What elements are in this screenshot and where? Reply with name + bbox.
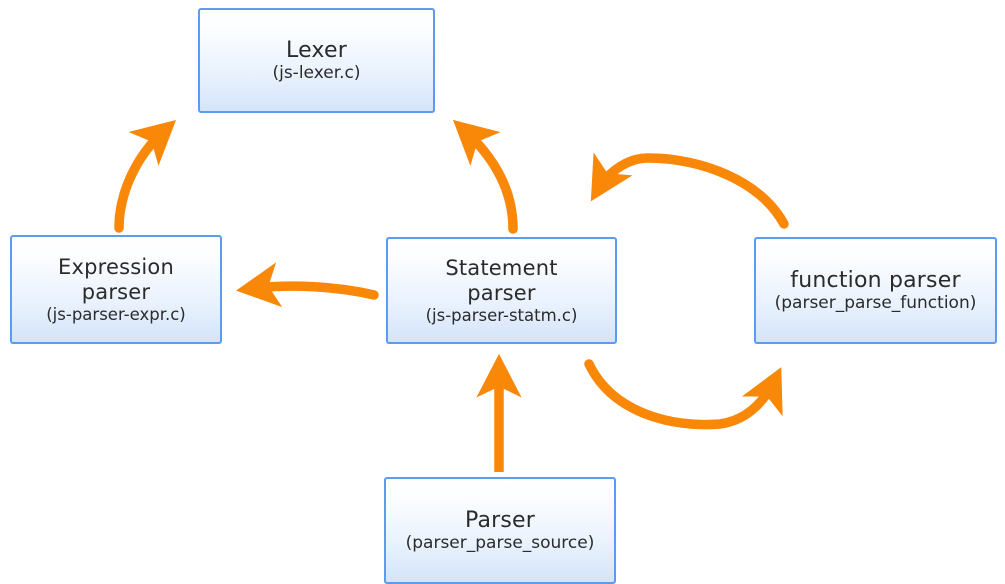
node-expression-parser-subtitle: (js-parser-expr.c)	[46, 304, 186, 324]
node-parser[interactable]: Parser (parser_parse_source)	[384, 477, 616, 584]
node-parser-title: Parser	[464, 507, 536, 533]
node-function-parser-title: function parser	[790, 267, 961, 293]
node-expression-parser-title: Expression	[58, 255, 174, 279]
node-function-parser-subtitle: (parser_parse_function)	[774, 293, 977, 314]
edge-statement-to-expression	[235, 262, 379, 308]
node-expression-parser[interactable]: Expression parser (js-parser-expr.c)	[10, 235, 222, 344]
edge-expression-to-lexer	[114, 119, 177, 233]
node-statement-parser-subtitle: (js-parser-statm.c)	[425, 305, 578, 325]
node-function-parser[interactable]: function parser (parser_parse_function)	[754, 237, 997, 344]
node-expression-parser-title-line2: parser	[81, 279, 151, 304]
node-lexer-title: Lexer	[286, 37, 347, 63]
node-lexer-subtitle: (js-lexer.c)	[272, 63, 361, 84]
node-statement-parser-title: Statement	[445, 256, 558, 280]
node-statement-parser[interactable]: Statement parser (js-parser-statm.c)	[386, 237, 617, 344]
node-lexer[interactable]: Lexer (js-lexer.c)	[198, 8, 435, 113]
node-statement-parser-title-line2: parser	[467, 280, 536, 305]
node-parser-subtitle: (parser_parse_source)	[405, 533, 595, 554]
edge-statement-to-lexer	[452, 119, 518, 234]
edge-function-to-statement	[590, 152, 789, 229]
edge-statement-to-function	[584, 359, 783, 430]
